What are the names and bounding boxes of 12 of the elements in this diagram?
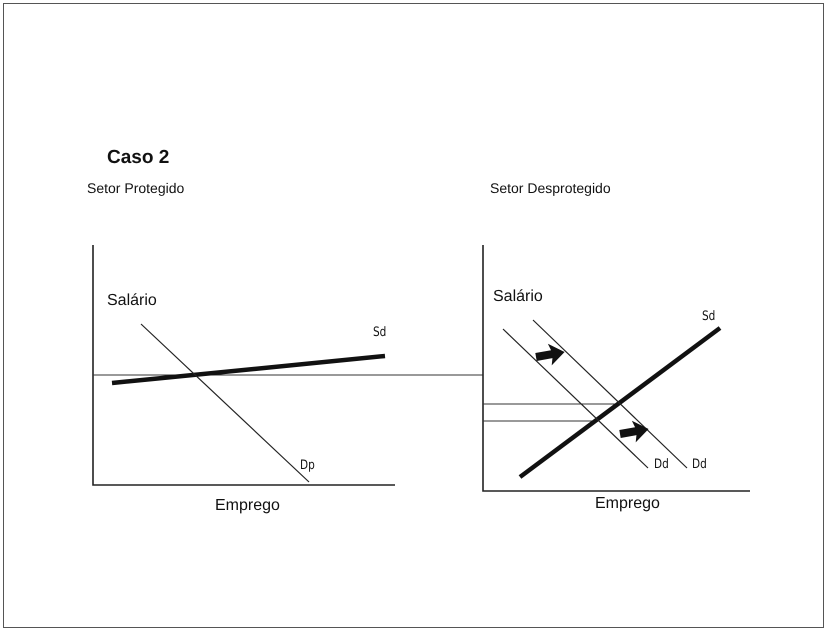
curve-label: Dd [692, 457, 707, 473]
curve-label: Sd [702, 309, 716, 325]
axis-label: Emprego [215, 496, 280, 516]
panel-title: Setor Protegido [87, 180, 184, 197]
axis-label: Emprego [595, 494, 660, 514]
panel-title: Setor Desprotegido [490, 180, 611, 197]
curve-label: Dd [654, 457, 669, 473]
curve-label: Dp [300, 458, 315, 474]
curve-label: Sd [373, 325, 386, 341]
axis-label: Salário [493, 287, 543, 306]
axis-label: Salário [107, 291, 157, 310]
diagram-title: Caso 2 [107, 147, 170, 169]
